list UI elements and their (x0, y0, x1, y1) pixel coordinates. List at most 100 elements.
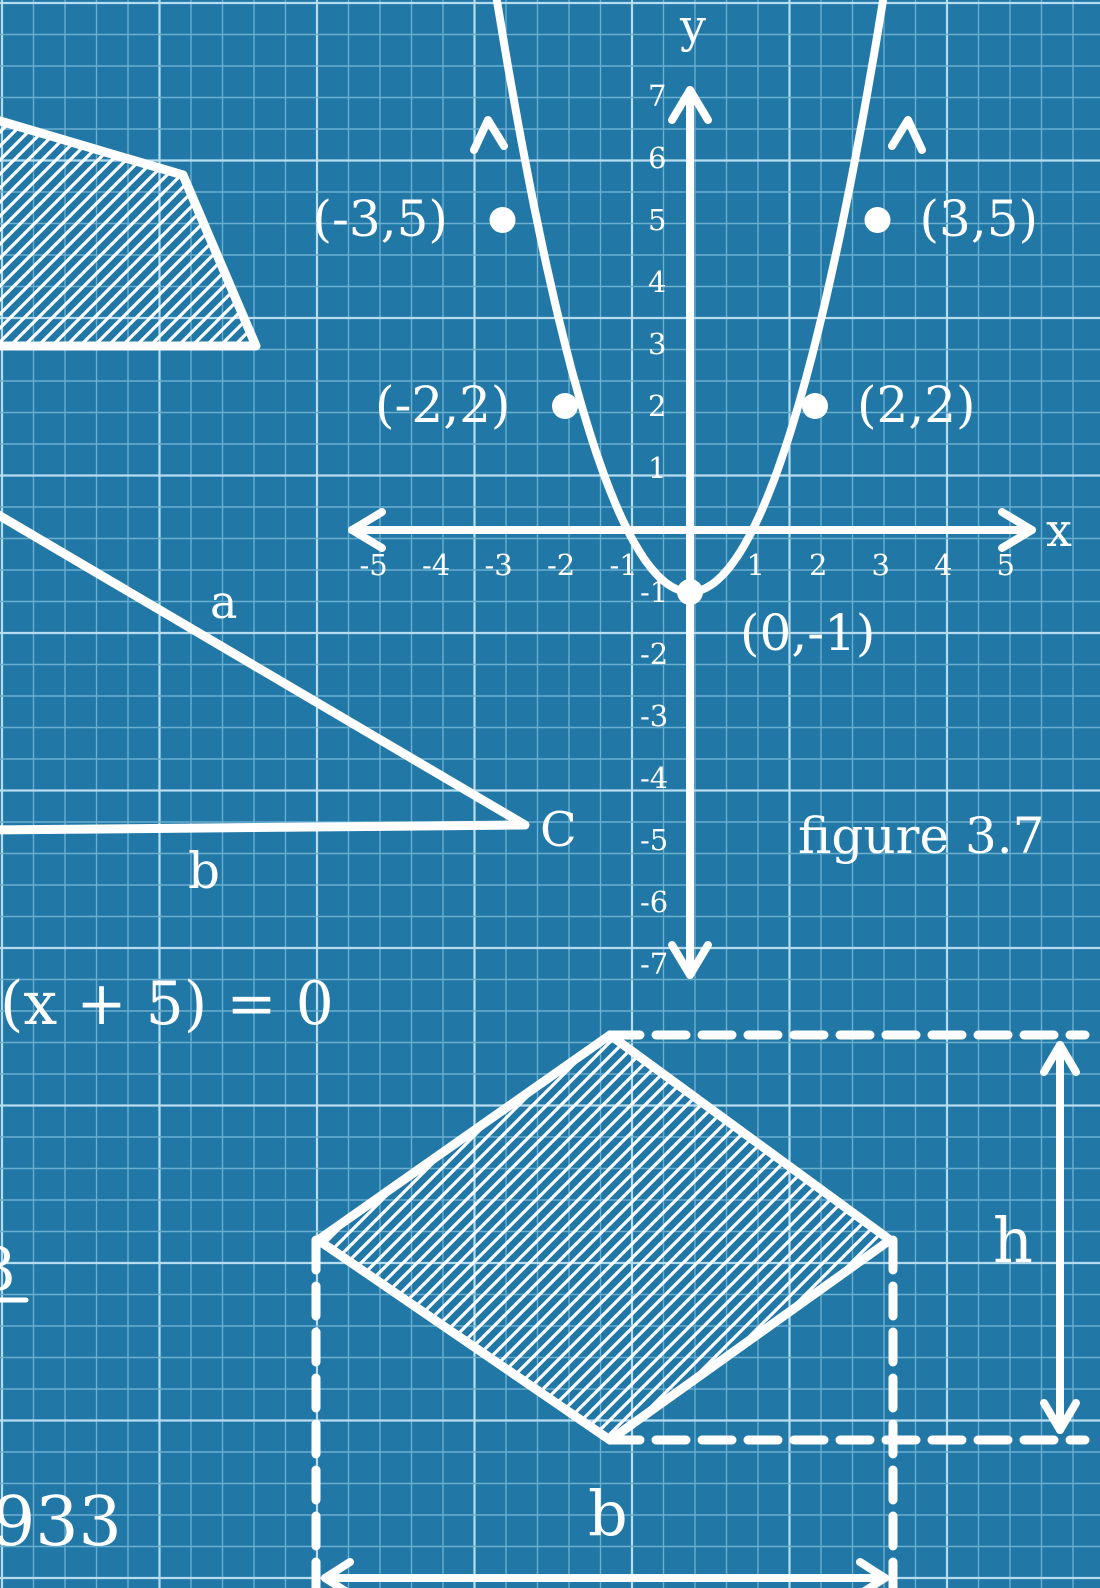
y-tick-label: 6 (648, 141, 666, 175)
hatch-line (318, 1035, 470, 1440)
x-tick-label: -2 (547, 548, 575, 582)
hatch-line (429, 1035, 848, 1440)
y-axis-bottom-arrow (668, 941, 712, 979)
x-tick-label: 3 (872, 548, 890, 582)
triangle-side-b-label: b (188, 842, 220, 900)
y-axis-top-arrow (668, 86, 712, 124)
graph-point-label: (-2,2) (375, 376, 510, 434)
hatch-line (318, 1035, 484, 1440)
hatch-line (426, 110, 666, 350)
equation-text: (x + 5) = 0 (0, 969, 334, 1039)
hatch-line (318, 1035, 666, 1440)
y-tick-label: 4 (648, 265, 666, 299)
y-tick-label: 3 (648, 327, 666, 361)
x-tick-label: 1 (747, 548, 765, 582)
partial-fraction-digit: 3 (0, 1235, 16, 1305)
hatch-line (318, 1035, 358, 1440)
hatch-line (318, 1035, 414, 1440)
hatch-line (0, 118, 66, 346)
parabola-right-arrow (888, 116, 926, 154)
hatch-line (0, 118, 38, 346)
hatch-line (0, 118, 206, 346)
y-tick-label: 7 (648, 79, 666, 113)
y-tick-label: -4 (640, 761, 668, 795)
parabola-left-arrow (470, 116, 508, 154)
hatch-line (318, 1035, 400, 1440)
hatch-line (863, 1035, 890, 1440)
hatch-line (318, 1035, 498, 1440)
hatch-line (1061, 1030, 1100, 1445)
hatch-line (172, 118, 256, 346)
right-triangle: a b C (0, 510, 577, 900)
hatch-line (496, 110, 736, 350)
hatch-line (0, 118, 108, 346)
hatch-line (60, 118, 256, 346)
figure-caption: figure 3.7 (798, 807, 1044, 865)
hatch-line (318, 1035, 512, 1440)
hatch-line (373, 1035, 792, 1440)
hatch-line (611, 1035, 890, 1440)
x-tick-label: -3 (485, 548, 513, 582)
graph-point (802, 393, 828, 419)
y-tick-label: 5 (648, 203, 666, 237)
y-tick-label: -5 (640, 823, 668, 857)
hatch-line (318, 1035, 568, 1440)
hatch-line (318, 1035, 638, 1440)
graph-point-label: (-3,5) (313, 190, 448, 248)
y-tick-label: -7 (640, 947, 668, 981)
hatch-line (318, 1035, 456, 1440)
hatch-line (318, 1035, 540, 1440)
hatch-line (318, 1035, 610, 1440)
hatch-line (318, 1035, 554, 1440)
hatch-line (1089, 1030, 1100, 1445)
x-tick-label: 4 (934, 548, 952, 582)
hatched-trapezoid (0, 110, 736, 351)
hatched-rhombus: h b (0, 1030, 1100, 1588)
x-tick-label: -1 (610, 548, 638, 582)
hatch-line (597, 1035, 890, 1440)
y-tick-label: -6 (640, 885, 668, 919)
hatch-line (765, 1035, 890, 1440)
y-tick-label: -2 (640, 637, 668, 671)
hatch-line (318, 1035, 582, 1440)
hatch-line (318, 1035, 652, 1440)
x-tick-label: -5 (360, 548, 388, 582)
x-tick-label: -4 (422, 548, 450, 582)
hatch-line (0, 1030, 314, 1445)
hatch-line (158, 118, 256, 346)
graph-point (489, 207, 516, 233)
hatch-line (387, 1035, 806, 1440)
hatch-line (555, 1035, 890, 1440)
y-tick-label: -3 (640, 699, 668, 733)
hatch-line (412, 110, 652, 350)
graph-point (677, 579, 703, 605)
graph-point-label: (3,5) (920, 190, 1039, 248)
hatch-line (499, 1035, 890, 1440)
y-axis-label: y (679, 0, 706, 53)
x-tick-label: 2 (809, 548, 827, 582)
hatch-line (0, 118, 94, 346)
hatch-line (443, 1035, 862, 1440)
x-axis-label: x (1046, 503, 1072, 557)
hatch-line (318, 1035, 428, 1440)
hatch-line (0, 118, 52, 346)
hatch-line (0, 118, 80, 346)
partial-number: 933 (0, 1483, 122, 1562)
hatch-line (401, 1035, 820, 1440)
hatch-line (723, 1035, 890, 1440)
rhombus-height-label: h (993, 1204, 1033, 1277)
rhombus-base-label: b (588, 1477, 628, 1550)
hatch-line (318, 1035, 694, 1440)
hatch-line (345, 1035, 764, 1440)
hatch-line (144, 118, 256, 346)
hatch-line (318, 1035, 708, 1440)
hatch-line (569, 1035, 890, 1440)
hatch-line (415, 1035, 834, 1440)
graph-point (864, 207, 891, 233)
hatch-line (318, 1035, 722, 1440)
hatch-line (0, 118, 220, 346)
x-axis-right-arrow (998, 508, 1036, 552)
